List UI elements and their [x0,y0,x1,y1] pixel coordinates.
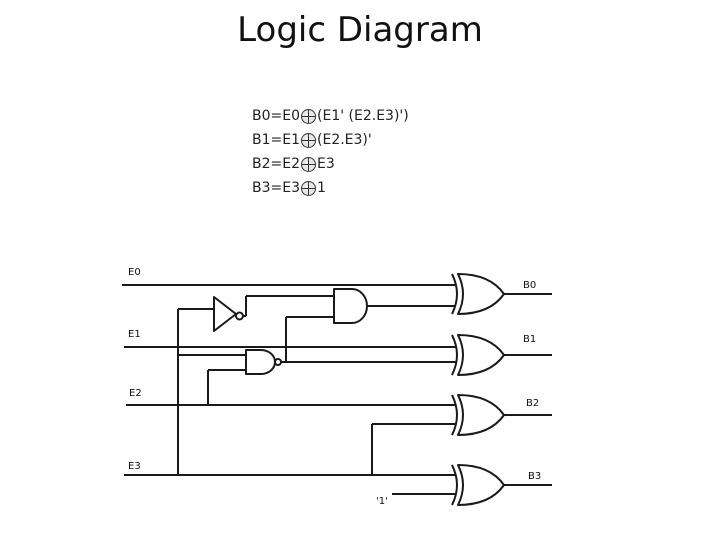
xor-symbol-icon [301,156,317,172]
xor-gate-b3 [451,464,552,506]
not-bubble [235,311,244,321]
output-label-b0: B0 [523,280,536,291]
xor-symbol-icon [301,180,317,196]
constant-one-label: '1' [376,496,388,507]
xor-gate-b0 [451,273,552,315]
nand-bubble [274,358,282,366]
page-title: Logic Diagram [237,10,483,50]
input-label-e2: E2 [129,388,142,399]
and-gate-1 [333,288,368,324]
not-gate [213,296,237,332]
xor-gate-b1 [451,334,552,376]
equation-b1: B1=E1(E2.E3)' [252,132,372,148]
input-label-e1: E1 [128,329,141,340]
and-gate-2 [245,349,276,375]
xor-symbol-icon [301,108,317,124]
input-label-e0: E0 [128,267,141,278]
xor-gate-b2 [451,394,552,436]
equation-b0: B0=E0(E1' (E2.E3)') [252,108,409,124]
output-label-b2: B2 [526,398,539,409]
xor-symbol-icon [301,132,317,148]
output-label-b1: B1 [523,334,536,345]
input-label-e3: E3 [128,461,141,472]
output-label-b3: B3 [528,471,541,482]
